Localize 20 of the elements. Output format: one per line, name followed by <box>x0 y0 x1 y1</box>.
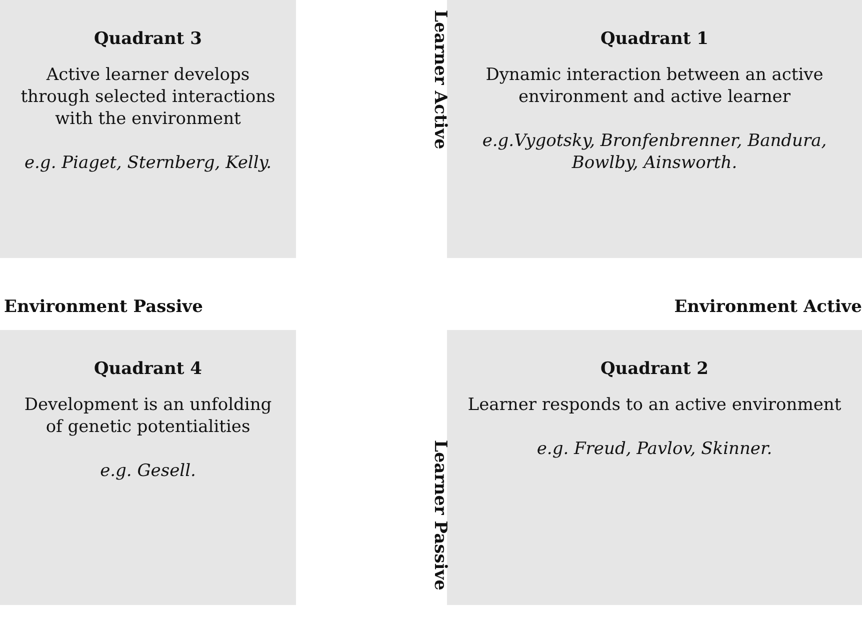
examples-text: e.g.Vygotsky, Bronfenbrenner, Bandura, Bowlby, Ainsworth. <box>481 130 828 174</box>
description-text: Dynamic interaction between an active environment and active learner <box>484 64 824 108</box>
quadrant-box <box>0 330 296 605</box>
examples-text: e.g. Freud, Pavlov, Skinner. <box>536 438 774 460</box>
quadrant-box <box>0 0 296 258</box>
description-text: Active learner develops through selected interactions with the environment <box>20 64 276 130</box>
quadrant-heading: Quadrant 3 <box>92 28 203 50</box>
axis-label: Learner Active <box>430 10 450 150</box>
quadrant-box <box>447 0 862 258</box>
examples-text: e.g. Gesell. <box>99 460 197 482</box>
quadrant-heading: Quadrant 1 <box>599 28 710 50</box>
description-text: Development is an unfolding of genetic potentialities <box>23 394 273 438</box>
axis-label: Environment Active <box>674 297 862 317</box>
quadrant-box <box>447 330 862 605</box>
axis-label: Environment Passive <box>4 297 203 317</box>
examples-text: e.g. Piaget, Sternberg, Kelly. <box>23 152 273 174</box>
axis-label: Learner Passive <box>430 440 450 590</box>
quadrant-heading: Quadrant 4 <box>92 358 203 380</box>
quadrant-heading: Quadrant 2 <box>599 358 710 380</box>
description-text: Learner responds to an active environment <box>466 394 842 416</box>
